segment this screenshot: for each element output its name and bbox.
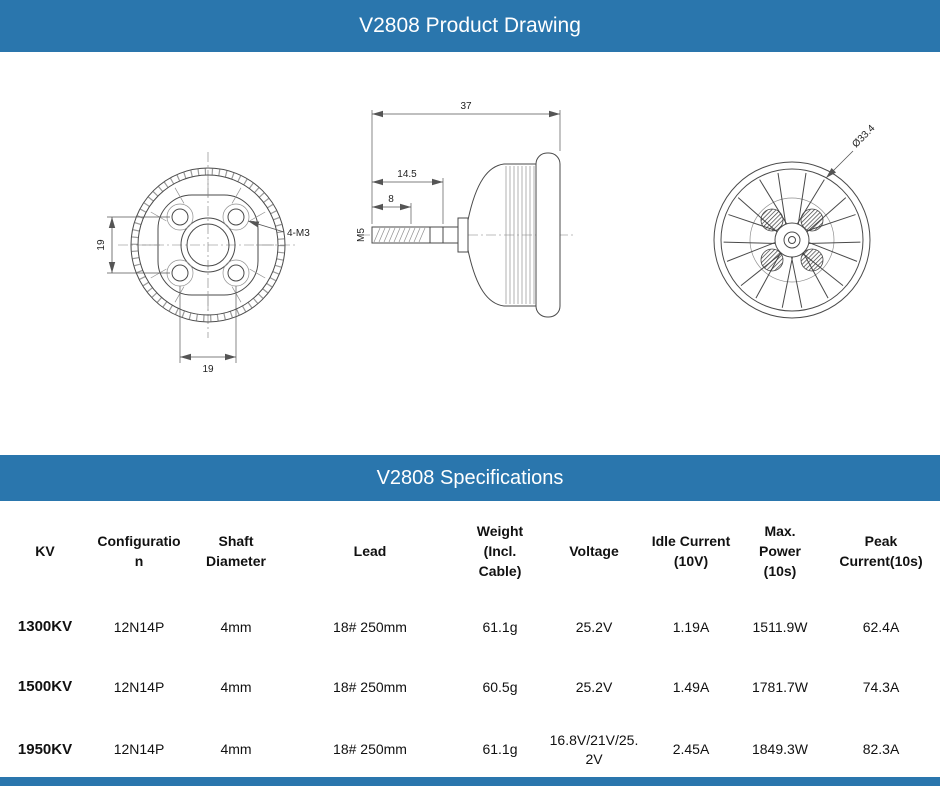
- mount-hole: [166, 259, 194, 287]
- col-header-weight: Weight (Incl. Cable): [476, 522, 524, 580]
- cell-idle-current: 2.45A: [672, 741, 710, 758]
- spec-row: 1300KV 12N14P 4mm 18# 250mm 61.1g 25.2V …: [0, 597, 940, 657]
- side-thread-length-label: 8: [388, 194, 394, 205]
- cell-max-power: 1781.7W: [751, 678, 809, 695]
- rear-diameter-label: Ø33.4: [850, 123, 877, 150]
- specs-table: KV Configuration Shaft Diameter Lead Wei…: [0, 505, 940, 783]
- cell-lead: 18# 250mm: [333, 741, 407, 758]
- product-drawing-banner: V2808 Product Drawing: [0, 0, 940, 52]
- specifications-section: KV Configuration Shaft Diameter Lead Wei…: [0, 501, 940, 783]
- drawing-canvas: 19 19 4-M3: [96, 101, 878, 375]
- cell-peak-current: 74.3A: [862, 678, 900, 695]
- cell-peak-current: 62.4A: [862, 618, 900, 635]
- specifications-banner: V2808 Specifications: [0, 455, 940, 501]
- rear-view: Ø33.4: [713, 123, 878, 319]
- side-overall-length-label: 37: [460, 101, 472, 112]
- technical-drawing: 19 19 4-M3: [0, 52, 940, 455]
- mount-hole: [222, 203, 250, 231]
- front-horizontal-dim-label: 19: [202, 364, 214, 375]
- cell-lead: 18# 250mm: [333, 678, 407, 695]
- cell-max-power: 1849.3W: [751, 741, 809, 758]
- front-view: 19 19 4-M3: [96, 152, 310, 375]
- cell-kv: 1300KV: [17, 617, 73, 635]
- col-header-shaft-diameter: Shaft Diameter: [206, 532, 266, 569]
- col-header-max-power: Max. Power (10s): [758, 522, 801, 580]
- cell-voltage: 16.8V/21V/25.2V: [549, 732, 639, 767]
- cell-max-power: 1511.9W: [752, 618, 808, 635]
- cell-configuration: 12N14P: [113, 741, 165, 758]
- cell-shaft-diameter: 4mm: [220, 618, 252, 635]
- spec-row: 1500KV 12N14P 4mm 18# 250mm 60.5g 25.2V …: [0, 657, 940, 717]
- cell-peak-current: 82.3A: [862, 741, 900, 758]
- specifications-title: V2808 Specifications: [376, 466, 564, 489]
- side-shaft-length-label: 14.5: [397, 169, 417, 180]
- hole-callout-label: 4-M3: [287, 228, 310, 239]
- cell-voltage: 25.2V: [575, 618, 613, 635]
- spec-row: 1950KV 12N14P 4mm 18# 250mm 61.1g 16.8V/…: [0, 717, 940, 783]
- header-row: KV Configuration Shaft Diameter Lead Wei…: [0, 505, 940, 597]
- cell-kv: 1500KV: [17, 677, 73, 695]
- cell-weight: 61.1g: [482, 741, 518, 758]
- cell-idle-current: 1.19A: [672, 618, 710, 635]
- cell-configuration: 12N14P: [113, 618, 165, 635]
- shaft-thread-label: M5: [356, 228, 367, 242]
- cell-configuration: 12N14P: [113, 678, 165, 695]
- mount-hole: [222, 259, 250, 287]
- cell-weight: 60.5g: [482, 678, 518, 695]
- col-header-idle-current: Idle Current (10V): [651, 532, 731, 569]
- cell-voltage: 25.2V: [575, 678, 613, 695]
- cell-lead: 18# 250mm: [333, 618, 407, 635]
- side-view: 37 14.5 8 M5: [356, 101, 575, 318]
- product-drawing-title: V2808 Product Drawing: [359, 14, 581, 37]
- col-header-kv: KV: [35, 542, 55, 559]
- cell-idle-current: 1.49A: [672, 678, 710, 695]
- cell-shaft-diameter: 4mm: [220, 741, 252, 758]
- cell-kv: 1950KV: [17, 740, 73, 758]
- bottom-bar: [0, 777, 940, 786]
- col-header-peak-current: Peak Current(10s): [839, 532, 923, 569]
- col-header-lead: Lead: [353, 542, 387, 559]
- col-header-voltage: Voltage: [569, 542, 619, 559]
- front-vertical-dim-label: 19: [96, 239, 107, 251]
- cell-weight: 61.1g: [482, 618, 518, 635]
- mount-hole: [166, 203, 194, 231]
- cell-shaft-diameter: 4mm: [220, 678, 252, 695]
- col-header-configuration: Configuration: [97, 532, 181, 569]
